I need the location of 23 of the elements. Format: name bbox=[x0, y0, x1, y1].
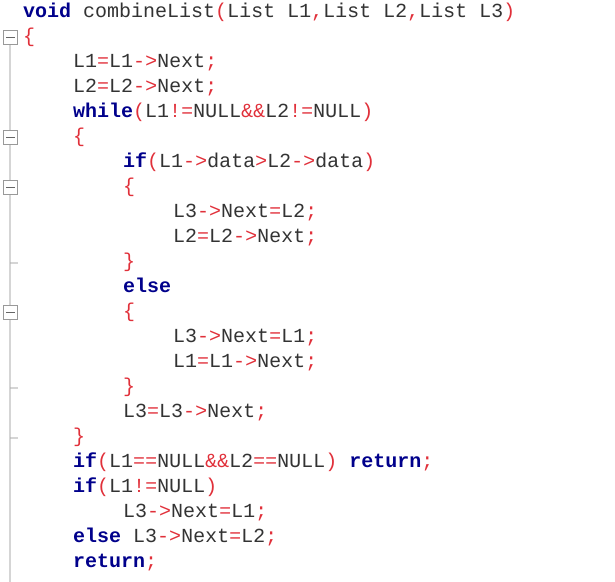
code-line: while(L1!=NULL&&L2!=NULL) bbox=[73, 101, 374, 125]
code-line: } bbox=[123, 376, 136, 400]
code-line: return; bbox=[73, 551, 158, 575]
code-line: if(L1!=NULL) bbox=[73, 476, 218, 500]
code-line: L2=L2->Next; bbox=[73, 76, 218, 100]
code-line: else bbox=[123, 276, 172, 300]
code-line: if(L1->data>L2->data) bbox=[123, 151, 376, 175]
code-line: { bbox=[123, 301, 136, 325]
code-line: { bbox=[23, 26, 36, 50]
code-line: L1=L1->Next; bbox=[73, 51, 218, 75]
code-line: L3->Next=L1; bbox=[173, 326, 318, 350]
code-line: L2=L2->Next; bbox=[173, 226, 318, 250]
code-line: void combineList(List L1,List L2,List L3) bbox=[23, 1, 516, 25]
code-line: } bbox=[123, 251, 136, 275]
code-line: else L3->Next=L2; bbox=[73, 526, 278, 550]
code-line: L3->Next=L2; bbox=[173, 201, 318, 225]
code-line: L1=L1->Next; bbox=[173, 351, 318, 375]
code-line: { bbox=[123, 176, 136, 200]
code-line: L3->Next=L1; bbox=[123, 501, 268, 525]
code-line: } bbox=[73, 426, 86, 450]
code-line: L3=L3->Next; bbox=[123, 401, 268, 425]
code-line: { bbox=[73, 126, 86, 150]
code-line: if(L1==NULL&&L2==NULL) return; bbox=[73, 451, 434, 475]
